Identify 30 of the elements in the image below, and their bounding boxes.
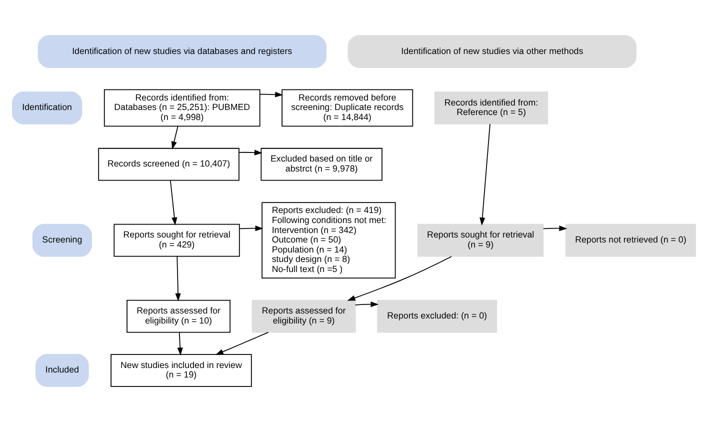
node-box: Screening [32,223,92,256]
arrow [354,300,379,307]
arrow [347,256,452,300]
arrow [238,149,262,155]
node-box: Reports excluded: (n = 0) [377,299,498,332]
arrow [259,91,284,97]
arrow [480,123,490,226]
node-box: Reports excluded: (n = 419) Following conditions not met: Intervention (n = 342) Outcome (n = 50) Population (n = 14) study design (n = 8) No-full text (n =5 ) [262,202,396,278]
node-box: Records identified from: Databases (n = 25,251): PUBMED (n = 4,998) [104,88,260,126]
arrow [215,331,269,354]
node-box: Included [36,354,89,386]
arrow [239,225,264,231]
arrow [175,256,181,301]
node-box: Identification of new studies via other methods [348,34,636,68]
node-box: Reports sought for retrieval (n = 9) [418,223,544,256]
node-box: Reports assessed for eligibility (n = 10) [126,299,231,332]
node-box: Identification [12,91,82,124]
arrow [177,331,183,356]
node-box: Records removed before screening: Duplicate records (n = 14,844) [282,88,414,126]
node-box: Excluded based on title or abstrct (n = 9,978) [260,147,382,180]
node-box: Reports not retrieved (n = 0) [565,223,696,256]
node-box: New studies included in review (n = 19) [110,354,252,386]
node-box: Records screened (n = 10,407) [98,147,240,180]
node-box: Reports assessed for eligibility (n = 9) [252,299,356,332]
node-box: Records identified from: Reference (n = 5) [434,91,548,124]
arrow [170,180,178,225]
arrow [542,225,568,231]
arrow [171,125,178,149]
node-box: Reports sought for retrieval (n = 429) [114,223,240,256]
node-box: Identification of new studies via databases and registers [38,34,326,68]
